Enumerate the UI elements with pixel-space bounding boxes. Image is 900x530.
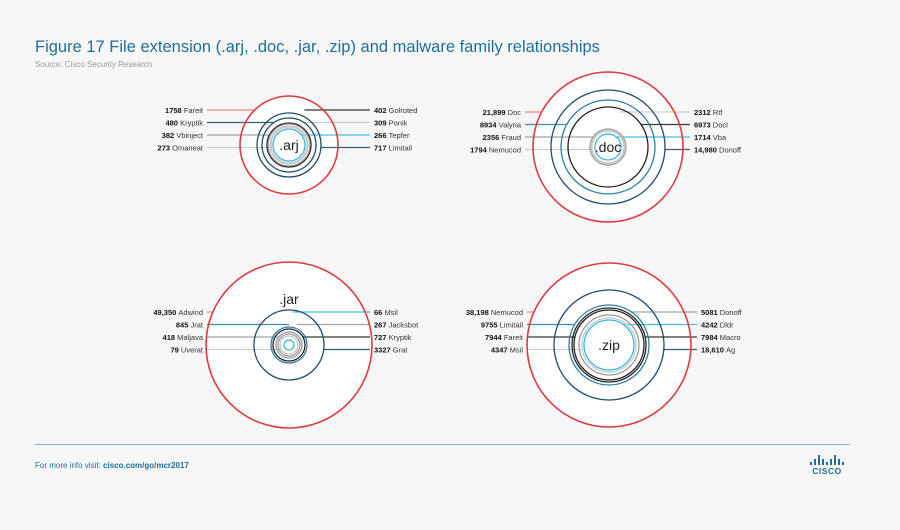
footer-prefix: For more info visit: [35, 461, 104, 470]
extension-label: .zip [598, 337, 620, 353]
left-label: 273 Omaneat [158, 144, 204, 153]
right-label: 402 Golroted [374, 106, 417, 115]
right-label: 7984 Macro [701, 333, 741, 342]
left-label: 480 Kryptik [165, 119, 203, 128]
left-label: 7944 Fareit [485, 333, 524, 342]
right-label: 267 Jacksbot [374, 321, 419, 330]
right-label: 2312 Rtf [694, 108, 723, 117]
left-label: 4347 Msil [491, 346, 523, 355]
chart-jar: 49,350 Adwind 845 Jrat 418 Maljava 79 Uvera… [153, 261, 419, 429]
right-label: 309 Ponik [374, 119, 408, 128]
right-label: 6973 Docl [694, 121, 728, 130]
right-label: 14,980 Donoff [694, 146, 742, 155]
left-label: 21,899 Doc [483, 108, 522, 117]
figure-source: Source: Cisco Security Research [35, 60, 153, 69]
right-label: 727 Kryptik [374, 333, 412, 342]
right-label: 5081 Donoff [701, 308, 743, 317]
left-label: 79 Uverat [170, 346, 203, 355]
chart-zip: 38,198 Nemucod 9755 Limitail 7944 Fareit 43… [466, 262, 743, 428]
extension-label: .doc [595, 139, 621, 155]
right-label: 1714 Vba [694, 133, 727, 142]
cisco-logo: CISCO [807, 455, 847, 476]
left-label: 38,198 Nemucod [466, 308, 523, 317]
chart-doc: 21,899 Doc 8934 Valyria 2356 Fraud 1794 Nem… [470, 71, 742, 223]
left-label: 49,350 Adwind [153, 308, 203, 317]
footer-divider [35, 444, 850, 445]
right-label: 266 Tepfer [374, 131, 410, 140]
cisco-bars-icon [807, 455, 847, 465]
left-label: 1758 Fareit [165, 106, 204, 115]
left-label: 2356 Fraud [483, 133, 521, 142]
chart-arj: 1758 Fareit 480 Kryptik 382 Vbinject 273 Om… [158, 95, 417, 195]
left-label: 382 Vbinject [162, 131, 204, 140]
right-label: 66 Msil [374, 308, 398, 317]
cisco-wordmark: CISCO [812, 466, 842, 476]
left-label: 845 Jrat [176, 321, 204, 330]
left-label: 9755 Limitail [481, 321, 523, 330]
extension-label: .arj [279, 137, 298, 153]
right-label: 18,610 Ag [701, 346, 735, 355]
footer-link[interactable]: cisco.com/go/mcr2017 [103, 461, 189, 470]
left-label: 8934 Valyria [480, 121, 522, 130]
right-label: 717 Limitail [374, 144, 412, 153]
left-label: 1794 Nemucod [470, 146, 521, 155]
right-label: 4242 Dldr [701, 321, 734, 330]
extension-label: .jar [279, 291, 299, 307]
left-label: 418 Maljava [163, 333, 204, 342]
figure-title: Figure 17 File extension (.arj, .doc, .j… [35, 38, 600, 56]
right-label: 3327 Grat [374, 346, 408, 355]
footer-info: For more info visit: cisco.com/go/mcr201… [35, 461, 189, 470]
